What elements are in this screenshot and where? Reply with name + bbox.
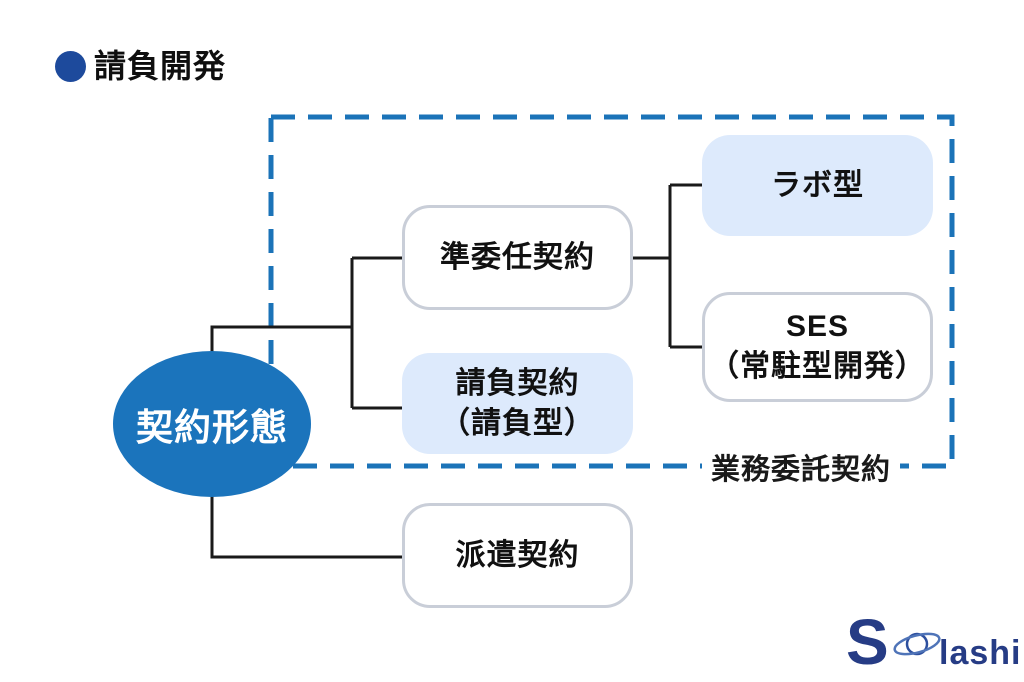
node-labo-type: ラボ型 [702, 135, 933, 236]
group-label-text: 業務委託契約 [710, 454, 891, 486]
node-label-line2: （常駐型開発） [709, 350, 926, 383]
node-label: 派遣契約 [455, 538, 580, 572]
connector-lines [210, 183, 704, 559]
node-label-line1: SES [785, 310, 850, 344]
logo-s-letter: S [846, 606, 889, 670]
node-label-line1: 請負契約 [455, 366, 580, 400]
logo-o-ring-icon [893, 632, 941, 656]
solashi-logo: S lashi [846, 606, 1021, 670]
root-node-label: 契約形態 [136, 407, 288, 448]
node-ukeoi-contract: 請負契約 （請負型） [402, 353, 633, 454]
title-bullet-icon [55, 50, 86, 82]
node-label-line2: （請負型） [440, 406, 595, 440]
outsourcing-group-label: 業務委託契約 [702, 446, 900, 488]
page-title: 請負開発 [94, 48, 227, 84]
node-quasi-delegation-contract: 準委任契約 [402, 205, 633, 310]
node-label: ラボ型 [771, 168, 864, 202]
node-ses-resident-development: SES （常駐型開発） [702, 292, 933, 402]
logo-text: lashi [939, 634, 1021, 670]
root-node-contract-form: 契約形態 [113, 351, 311, 497]
node-dispatch-contract: 派遣契約 [402, 503, 633, 608]
node-label: 準委任契約 [440, 240, 595, 274]
outsourcing-group-dashed-border [268, 114, 955, 469]
section-header: 請負開発 [55, 50, 226, 82]
